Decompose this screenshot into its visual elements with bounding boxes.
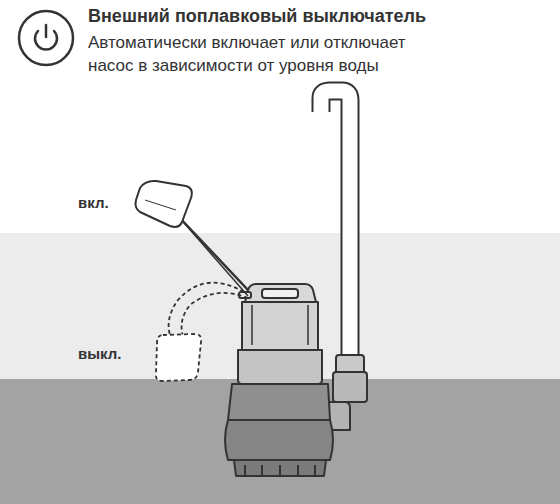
off-level-label: выкл. (78, 345, 121, 362)
ground (0, 379, 560, 504)
description-text: Автоматически включает или отключает нас… (88, 31, 448, 77)
float-switch-on (136, 181, 249, 296)
power-icon (19, 11, 73, 65)
discharge-pipe (318, 91, 367, 430)
pump-body (225, 284, 333, 476)
float-switch-off (156, 283, 248, 381)
on-level-label: вкл. (78, 194, 109, 211)
title: Внешний поплавковый выключатель (88, 6, 426, 27)
